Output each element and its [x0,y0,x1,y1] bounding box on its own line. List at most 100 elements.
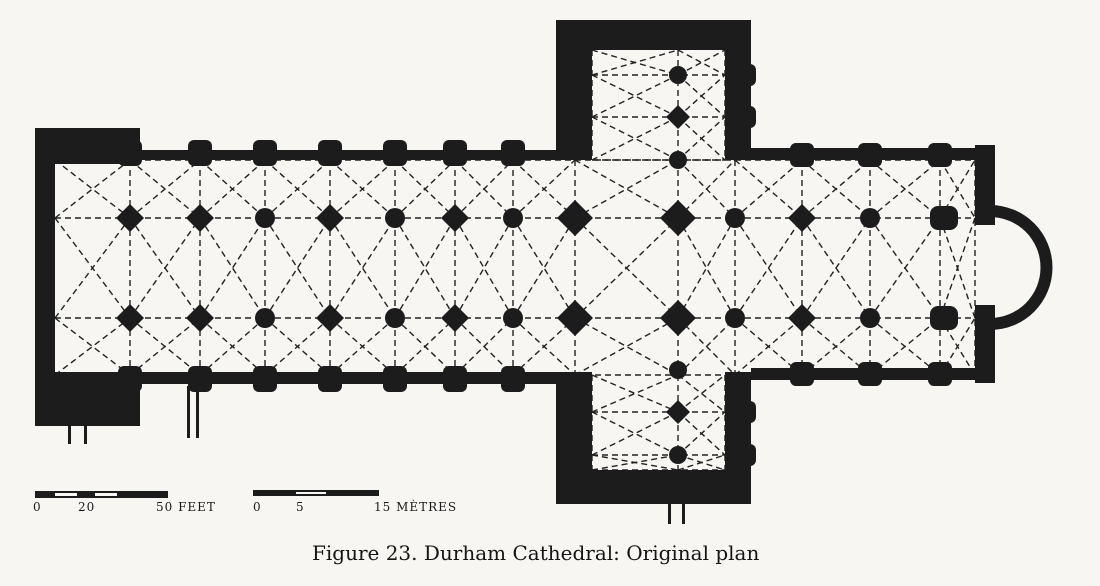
compound-pier [186,304,214,332]
buttress [726,401,756,423]
crossing-pier [557,300,593,336]
round-pier [385,308,405,328]
buttress [253,140,277,166]
round-pier [725,308,745,328]
buttress [560,64,590,86]
vault-rib [394,317,456,376]
vault-rib [677,49,726,76]
scale-feet-20: 20 [78,500,96,514]
buttress [253,366,277,392]
vault-rib [591,411,679,456]
round-pier [860,308,880,328]
round-pier [860,208,880,228]
buttress [790,362,814,386]
vault-rib [512,317,576,376]
buttress [726,106,756,128]
vault-rib [129,217,201,319]
buttress [790,143,814,167]
wall-stub [682,504,685,524]
vault-rib [677,159,736,219]
scale-bar-feet [35,491,168,498]
apse-pier [930,206,958,230]
vault-rib [454,217,514,319]
vault-rib [591,374,679,413]
scale-feet-50: 50 FEET [156,500,216,514]
apse-wall [990,205,1053,330]
piers [116,66,958,464]
vault-rib [394,217,456,319]
wall-segment [55,372,560,384]
compound-pier [788,204,816,232]
vault-rib [264,159,331,219]
compound-pier [788,304,816,332]
vault-rib [869,159,941,219]
round-pier [725,208,745,228]
round-pier [385,208,405,228]
round-pier [669,361,687,379]
buttress [118,140,142,166]
buttress [726,444,756,466]
buttress [501,366,525,392]
vault-rib [939,217,976,319]
vault-rib [591,411,679,456]
buttress [188,366,212,392]
vault-rib [734,217,803,319]
vault-rib [129,317,201,376]
buttress [560,401,590,423]
vault-rib [734,159,803,219]
compound-pier [316,304,344,332]
vault-rib [869,317,941,376]
crossing-pier [557,200,593,236]
round-pier [503,208,523,228]
compound-pier [316,204,344,232]
buttress [560,106,590,128]
vault-rib [677,317,736,376]
vault-rib [574,217,679,319]
vault-rib [869,217,941,319]
wall-stub [187,386,190,438]
vault-rib [801,159,871,219]
buttress [118,366,142,392]
buttress [318,366,342,392]
vault-rib [591,454,679,471]
vault-rib [677,217,736,319]
buttress [318,140,342,166]
vault-rib [677,49,726,76]
crossing-pier [660,200,696,236]
wall-segment [35,160,55,385]
vault-rib [54,317,131,376]
compound-pier [116,304,144,332]
vault-rib [591,49,679,76]
vault-rib [677,454,726,471]
crossing-pier [660,300,696,336]
vault-rib [54,159,131,219]
wall-stub [68,424,71,444]
vault-rib [54,159,131,219]
round-pier [255,208,275,228]
compound-pier [666,400,690,424]
round-pier [255,308,275,328]
buttress [858,143,882,167]
vault-rib [591,374,679,413]
buttress [501,140,525,166]
vault-rib [591,74,679,118]
vault-rib [591,116,679,161]
scale-metres-5: 5 [296,500,305,514]
vault-rib [454,317,514,376]
round-pier [669,66,687,84]
buttress [383,366,407,392]
buttress [560,444,590,466]
vault-rib [677,217,736,319]
scale-feet-0: 0 [33,500,42,514]
vault-rib [264,317,331,376]
buttress [443,140,467,166]
compound-pier [186,204,214,232]
round-pier [669,446,687,464]
wall-segment [556,20,751,50]
buttress [726,64,756,86]
vault-rib [394,159,456,219]
wall-stub [84,424,87,444]
vault-rib [54,317,131,376]
vault-rib [454,217,514,319]
